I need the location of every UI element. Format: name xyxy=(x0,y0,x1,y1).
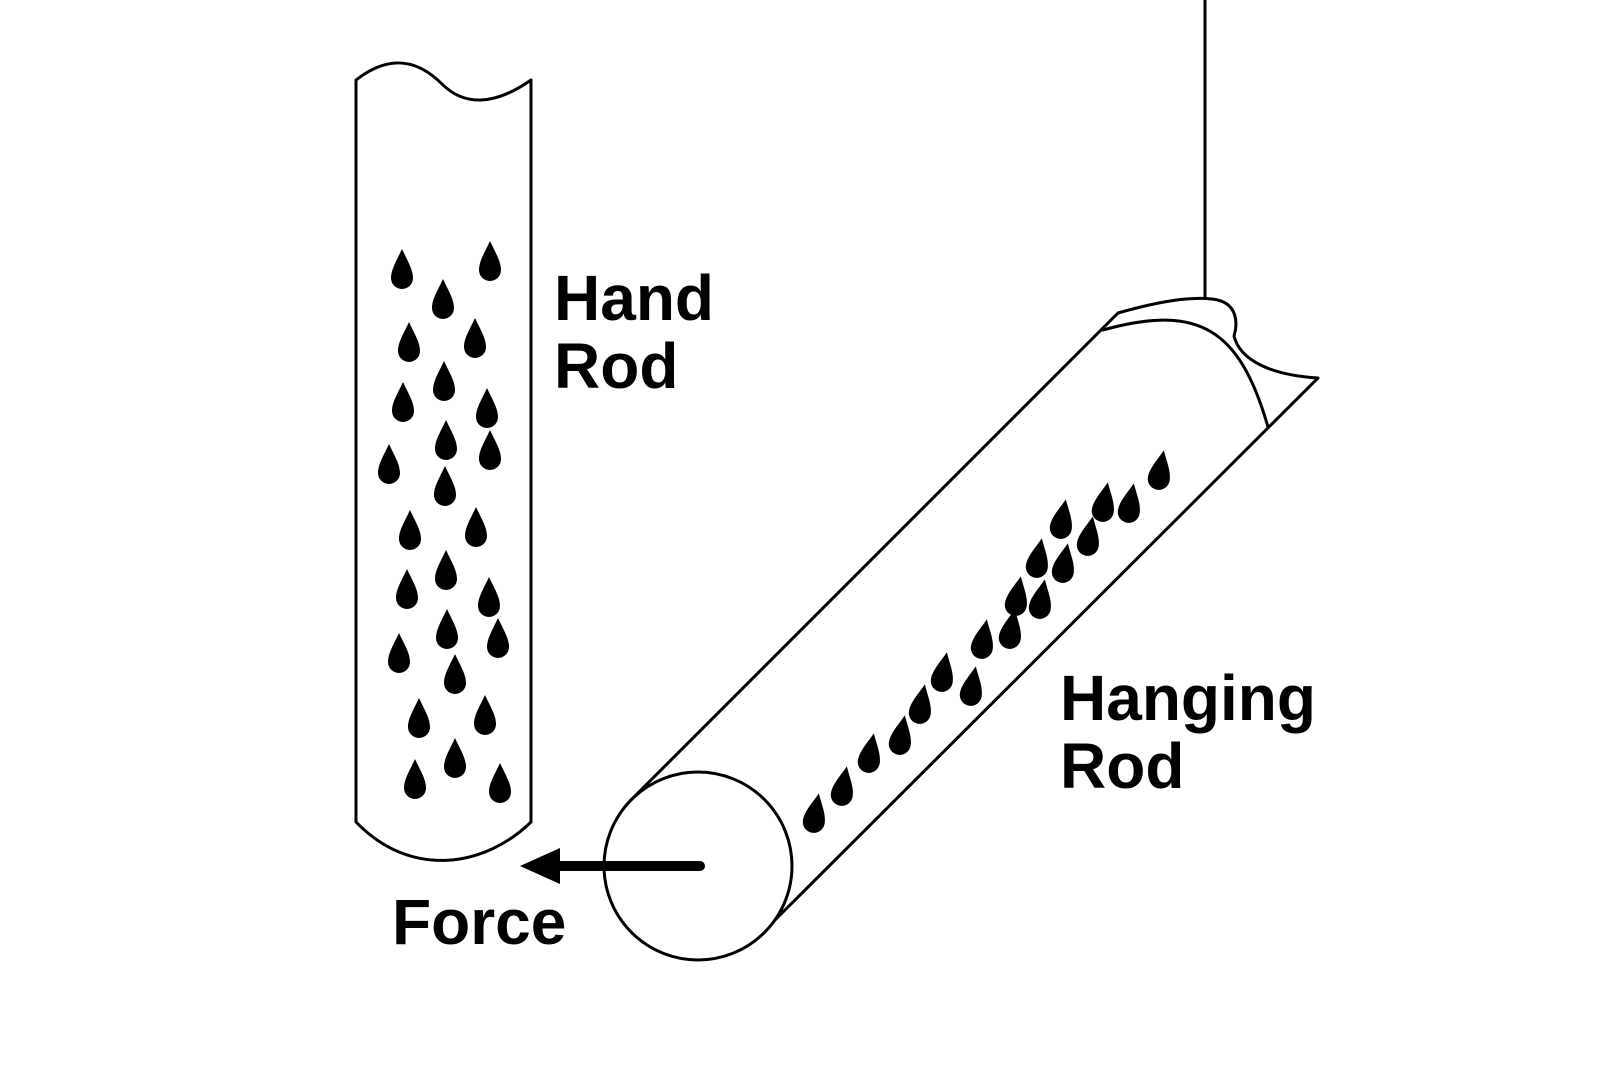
charge-drop-icon xyxy=(433,361,455,401)
hanging-rod-label-line-2: Rod xyxy=(1060,730,1185,802)
charge-drop-icon xyxy=(474,695,496,735)
charge-drop-icon xyxy=(465,507,487,547)
charge-drop-icon xyxy=(398,322,420,362)
force-label: Force xyxy=(392,886,567,958)
hanging-rod-top-inner-edge xyxy=(1101,318,1270,429)
force-arrowhead xyxy=(520,848,560,884)
charge-drop-icon xyxy=(392,382,414,422)
charge-drop-icon xyxy=(399,510,421,550)
hand-rod-label-line-2: Rod xyxy=(554,330,679,402)
charge-drop-icon xyxy=(1091,482,1114,522)
charge-drop-icon xyxy=(408,698,430,738)
charge-drop-icon xyxy=(1051,543,1074,583)
charge-drop-icon xyxy=(479,241,501,281)
charge-drop-icon xyxy=(857,733,880,773)
charge-drop-icon xyxy=(436,609,458,649)
charge-drop-icon xyxy=(830,766,853,806)
charge-drop-icon xyxy=(998,609,1021,649)
charge-drop-icon xyxy=(435,550,457,590)
hand-rod-charge-drops xyxy=(378,241,511,803)
charge-drop-icon xyxy=(388,633,410,673)
charge-drop-icon xyxy=(478,577,500,617)
charge-drop-icon xyxy=(396,569,418,609)
hand-rod xyxy=(354,61,533,862)
charge-drop-icon xyxy=(432,279,454,319)
charge-drop-icon xyxy=(1049,499,1072,539)
charge-drop-icon xyxy=(479,430,501,470)
charge-drop-icon xyxy=(489,763,511,803)
charge-drop-icon xyxy=(1025,538,1048,578)
charge-drop-icon xyxy=(1147,450,1170,490)
charge-drop-icon xyxy=(930,652,953,692)
charge-drop-icon xyxy=(1117,483,1140,523)
charge-drop-icon xyxy=(444,738,466,778)
charge-drop-icon xyxy=(464,318,486,358)
hand-rod-label: Hand Rod xyxy=(554,264,714,400)
force-arrow xyxy=(520,848,705,884)
charge-drop-icon xyxy=(970,619,993,659)
hanging-rod-label: Hanging Rod xyxy=(1060,664,1316,800)
charge-drop-icon xyxy=(888,715,911,755)
charge-drop-icon xyxy=(1028,579,1051,619)
charge-drop-icon xyxy=(434,466,456,506)
charge-drop-icon xyxy=(908,684,931,724)
hanging-rod-label-line-1: Hanging xyxy=(1060,662,1316,734)
charge-drop-icon xyxy=(959,666,982,706)
charge-drop-icon xyxy=(404,759,426,799)
charge-drop-icon xyxy=(378,444,400,484)
charge-drop-icon xyxy=(476,388,498,428)
charge-drop-icon xyxy=(1004,576,1027,616)
hanging-rod xyxy=(602,0,1320,962)
charge-drop-icon xyxy=(444,654,466,694)
charge-drop-icon xyxy=(802,793,825,833)
charge-drop-icon xyxy=(487,618,509,658)
charge-drop-icon xyxy=(391,249,413,289)
hand-rod-label-line-1: Hand xyxy=(554,262,714,334)
charge-drop-icon xyxy=(435,420,457,460)
hanging-rod-charge-drops xyxy=(802,450,1170,833)
charge-drop-icon xyxy=(1076,516,1099,556)
